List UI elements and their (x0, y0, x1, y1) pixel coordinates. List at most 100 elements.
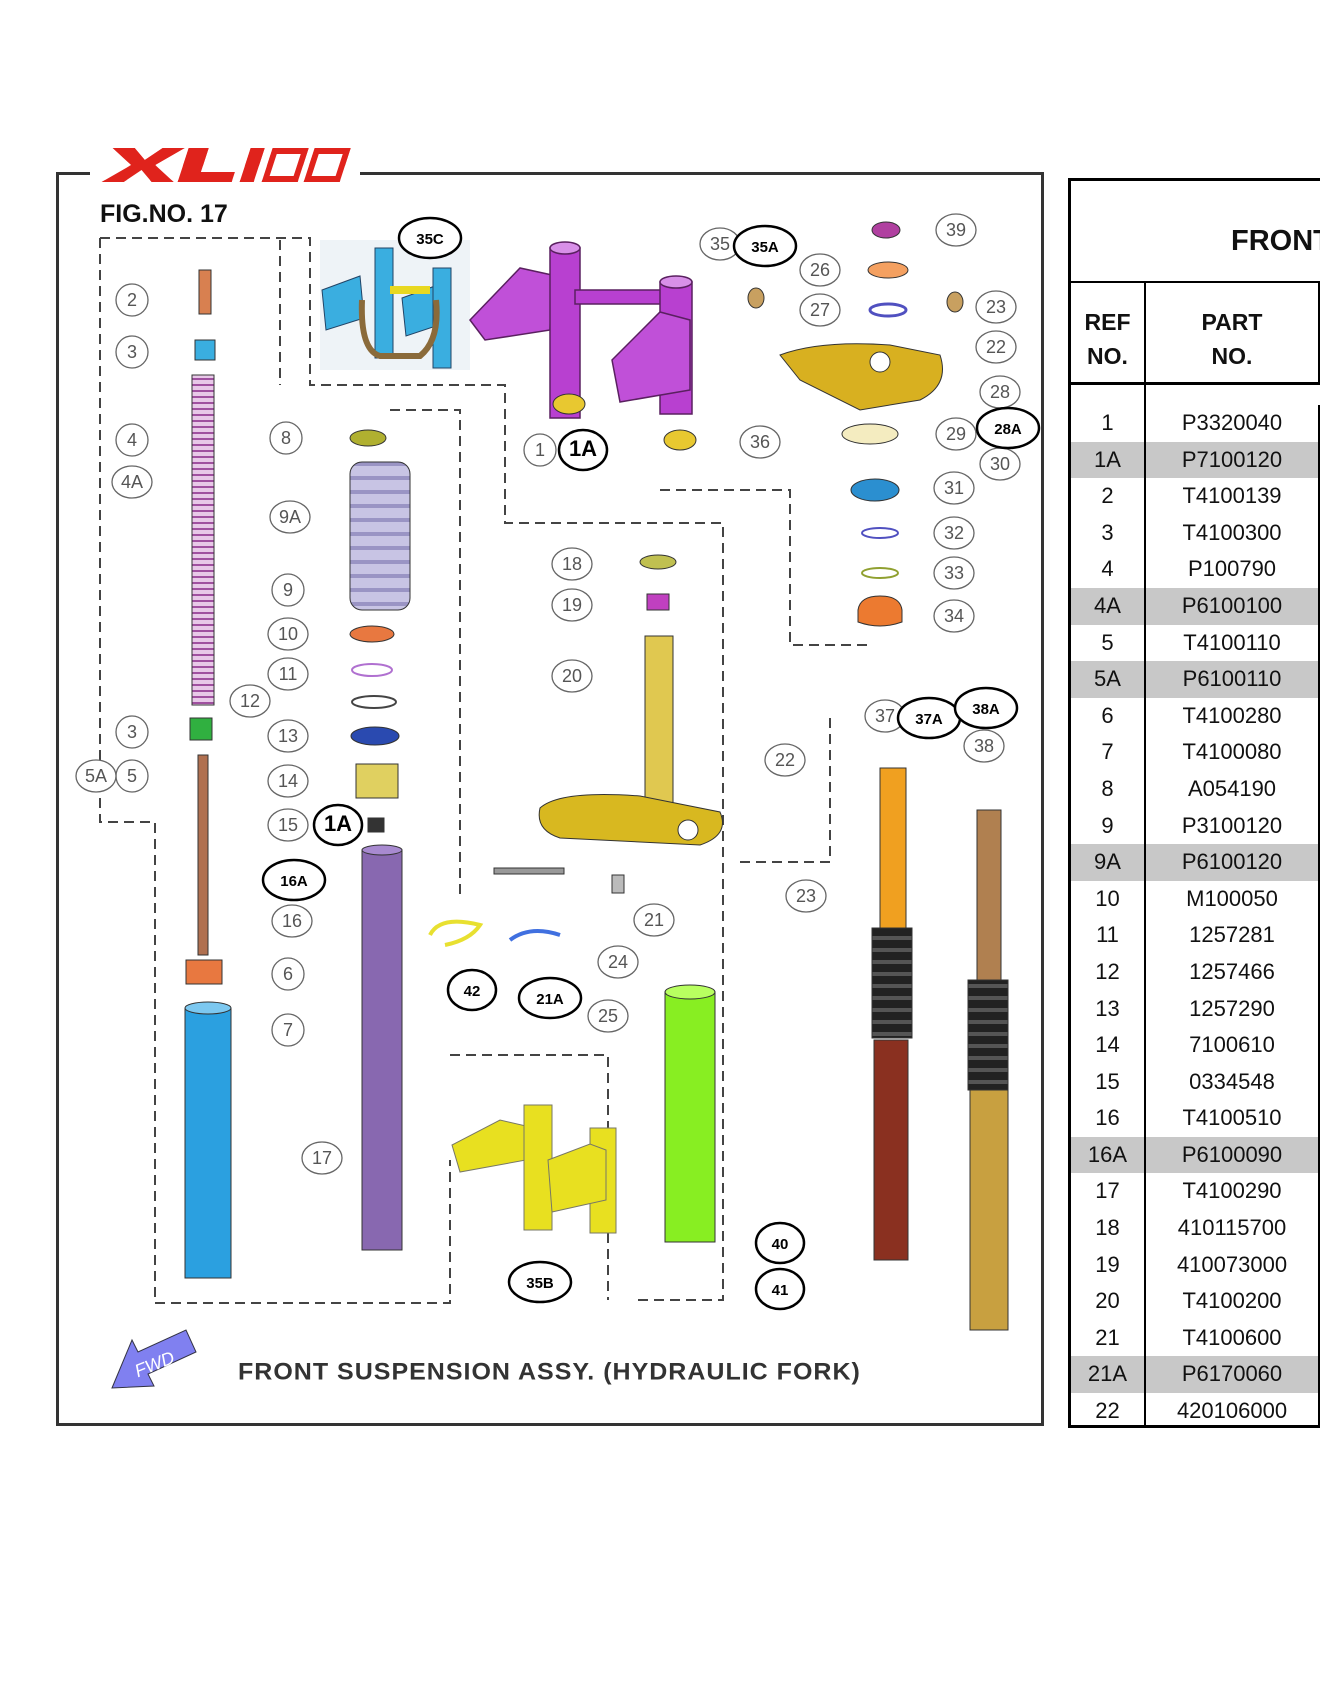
ref-no-cell: 21 (1095, 1324, 1120, 1350)
part-no-cell: T4100510 (1144, 1100, 1320, 1137)
svg-text:29: 29 (946, 424, 966, 444)
callout-36: 36 (739, 425, 781, 459)
svg-text:1A: 1A (569, 436, 597, 461)
header-part-line1: PART (1201, 309, 1263, 335)
callout-8: 8 (269, 421, 303, 455)
callout-38: 38 (963, 729, 1005, 763)
svg-text:19: 19 (562, 595, 582, 615)
table-row: 3 T4100300 (1071, 514, 1320, 552)
callout-15: 15 (267, 808, 309, 842)
left-column-parts (184, 269, 232, 1279)
callout-34: 34 (933, 599, 975, 633)
callout-4a: 4A (111, 465, 153, 499)
ref-no-cell: 19 (1095, 1251, 1120, 1277)
ref-no-cell: 14 (1095, 1032, 1120, 1058)
callout-33: 33 (933, 556, 975, 590)
callout-14: 14 (267, 764, 309, 798)
svg-text:26: 26 (810, 260, 830, 280)
callout-7: 7 (271, 1013, 305, 1047)
callout-30: 30 (979, 447, 1021, 481)
svg-text:37: 37 (875, 706, 895, 726)
xl100-logo-overlay (101, 148, 351, 182)
ref-no-cell: 1 (1101, 410, 1114, 435)
callout-21: 21 (633, 903, 675, 937)
ref-no-cell: 9 (1101, 812, 1114, 838)
callout-31: 31 (933, 471, 975, 505)
header-ref-line2: NO. (1087, 343, 1128, 369)
part-no-cell: 410115700 (1144, 1210, 1320, 1247)
ref-no-cell: 16 (1095, 1105, 1120, 1131)
ref-no-cell: 11 (1096, 922, 1119, 948)
callout-10: 10 (267, 617, 309, 651)
svg-text:18: 18 (562, 554, 582, 574)
callout-38a: 38A (953, 686, 1019, 730)
svg-text:1: 1 (535, 440, 545, 460)
ref-no-cell: 4A (1094, 592, 1121, 618)
parts-table: FRONT REF NO. PART NO. 1P33200401AP71001… (1068, 178, 1320, 1428)
ref-no-cell: 3 (1101, 519, 1114, 545)
callout-4: 4 (115, 423, 149, 457)
ref-no-cell: 8 (1101, 775, 1114, 801)
part-35b-bracket (451, 1104, 617, 1234)
svg-text:20: 20 (562, 666, 582, 686)
svg-text:11: 11 (279, 664, 298, 684)
callout-2: 2 (115, 283, 149, 317)
ref-no-cell: 5 (1101, 629, 1114, 655)
table-row: 9A P6100120 (1071, 844, 1320, 881)
part-no-cell: P6100120 (1144, 844, 1320, 881)
svg-text:15: 15 (278, 815, 298, 835)
part-no-cell: T4100300 (1144, 514, 1320, 552)
part-no-cell: 0334548 (1144, 1063, 1320, 1101)
exploded-diagram: FWD 123456789101112131415161718192021222… (75, 213, 1041, 1389)
callout-42: 42 (446, 968, 498, 1012)
part-no-cell: T4100200 (1144, 1283, 1320, 1320)
callout-1: 1 (523, 433, 557, 467)
svg-text:36: 36 (750, 432, 770, 452)
part-35-yoke (469, 241, 693, 419)
ref-no-cell: 20 (1095, 1288, 1120, 1314)
svg-text:9A: 9A (279, 507, 301, 527)
part-no-cell: 1257290 (1144, 990, 1320, 1028)
callout-9a: 9A (269, 500, 311, 534)
part-no-cell: T4100600 (1144, 1319, 1320, 1357)
svg-text:7: 7 (283, 1020, 293, 1040)
part-no-cell: 1257281 (1144, 917, 1320, 954)
svg-text:8: 8 (281, 428, 291, 448)
svg-text:34: 34 (944, 606, 964, 626)
ref-no-cell: 9A (1094, 849, 1121, 875)
svg-text:42: 42 (464, 983, 481, 1000)
callout-20: 20 (551, 659, 593, 693)
part-no-cell: P3320040 (1144, 405, 1320, 442)
svg-text:40: 40 (772, 1236, 789, 1253)
callout-17: 17 (301, 1141, 343, 1175)
svg-text:2: 2 (127, 290, 137, 310)
callout-28a: 28A (975, 406, 1041, 450)
callout-21a: 21A (517, 976, 583, 1020)
callout-27: 27 (799, 293, 841, 327)
callout-22: 22 (975, 330, 1017, 364)
part-no-cell: 7100610 (1144, 1027, 1320, 1064)
callout-6: 6 (271, 957, 305, 991)
ref-no-cell: 6 (1101, 702, 1114, 728)
callout-16a: 16A (261, 858, 327, 902)
ref-no-cell: 17 (1095, 1178, 1120, 1204)
table-row: 1 P3320040 (1071, 405, 1320, 442)
callout-24: 24 (597, 945, 639, 979)
diagram-frame (56, 172, 1044, 1426)
svg-text:27: 27 (810, 300, 830, 320)
stem-parts (493, 554, 723, 1243)
svg-text:38A: 38A (972, 701, 1000, 718)
svg-text:28: 28 (990, 382, 1010, 402)
svg-text:10: 10 (278, 624, 298, 644)
